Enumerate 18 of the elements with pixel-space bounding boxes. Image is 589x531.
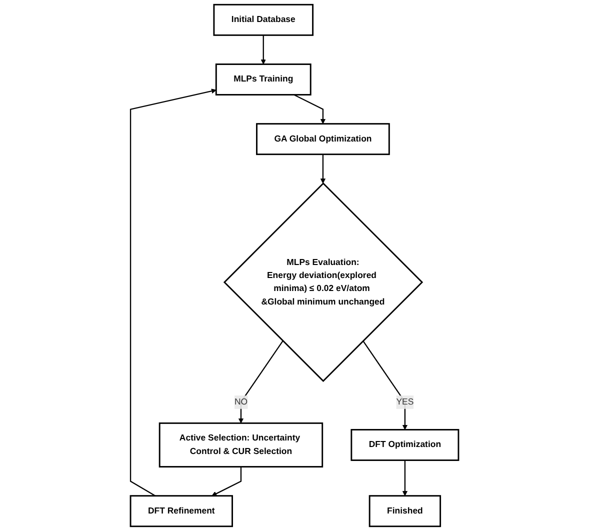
node-box: Active Selection: Uncertainty Control & CUR Selection	[158, 422, 324, 468]
arrow	[294, 94, 326, 124]
node-box: Initial Database	[213, 4, 314, 36]
arrow	[362, 340, 408, 430]
arrow	[320, 154, 326, 184]
node-diamond: MLPs Evaluation: Energy deviation(explored minima) ≤ 0.02 eV/atom &Global minimum unchanged	[223, 182, 424, 382]
node-box: DFT Refinement	[130, 495, 233, 528]
edge-label: NO	[234, 396, 248, 407]
arrow	[212, 466, 242, 496]
edge-label: YES	[396, 396, 414, 407]
node-box: Finished	[368, 495, 442, 528]
node-box: MLPs Training	[215, 64, 312, 96]
arrow	[238, 340, 284, 424]
node-box: GA Global Optimization	[256, 123, 390, 156]
arrow	[130, 88, 216, 496]
arrow	[260, 35, 266, 64]
arrow	[402, 460, 408, 496]
node-box: DFT Optimization	[350, 428, 460, 461]
